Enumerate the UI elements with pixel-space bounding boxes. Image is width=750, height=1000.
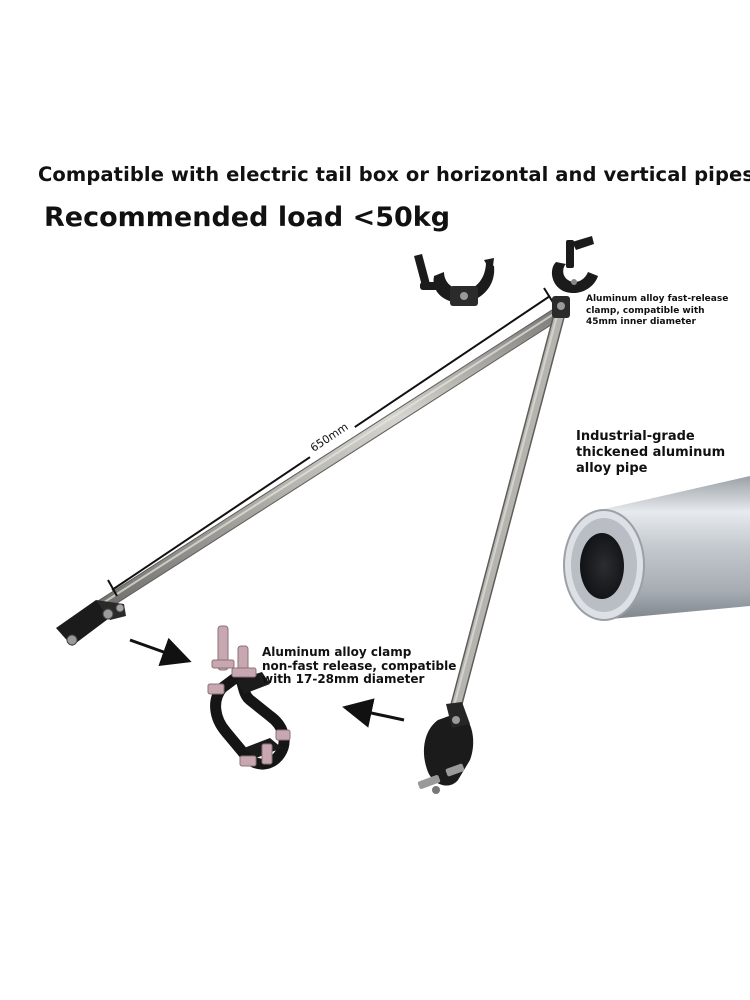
fast-release-line-2: clamp, compatible with — [586, 305, 705, 316]
pipe-line-1: Industrial-grade — [576, 429, 695, 444]
fast-release-line-3: 45mm inner diameter — [586, 317, 696, 327]
bottom-end-clamp — [417, 702, 474, 794]
clamp-with-bolts-detail — [207, 625, 291, 770]
left-clamp-arrow — [129, 637, 192, 667]
fast-release-line-1: Aluminum alloy fast-release — [586, 294, 729, 304]
clamp-label: Aluminum alloy clamp non-fast release, c… — [262, 645, 462, 687]
top-joint-clamp — [551, 236, 598, 318]
clamp-line-1: Aluminum alloy clamp — [262, 645, 412, 659]
left-end-clamp — [56, 600, 126, 646]
pipe-line-3: alloy pipe — [576, 461, 648, 476]
fast-release-clamp-label: Aluminum alloy fast-release clamp, compa… — [586, 294, 736, 329]
clamp-line-3: with 17-28mm diameter — [262, 672, 425, 686]
fast-release-clamp-detail — [414, 254, 495, 306]
pipe-label: Industrial-grade thickened aluminum allo… — [576, 429, 746, 477]
pipe-line-2: thickened aluminum — [576, 445, 726, 460]
aluminum-pipe-closeup — [563, 476, 750, 621]
headline: Compatible with electric tail box or hor… — [38, 163, 750, 186]
short-tube — [449, 306, 566, 716]
clamp-line-2: non-fast release, compatible — [262, 658, 457, 673]
long-tube — [85, 305, 567, 619]
bottom-clamp-arrow — [342, 698, 405, 728]
recommended-load: Recommended load <50kg — [44, 202, 451, 233]
